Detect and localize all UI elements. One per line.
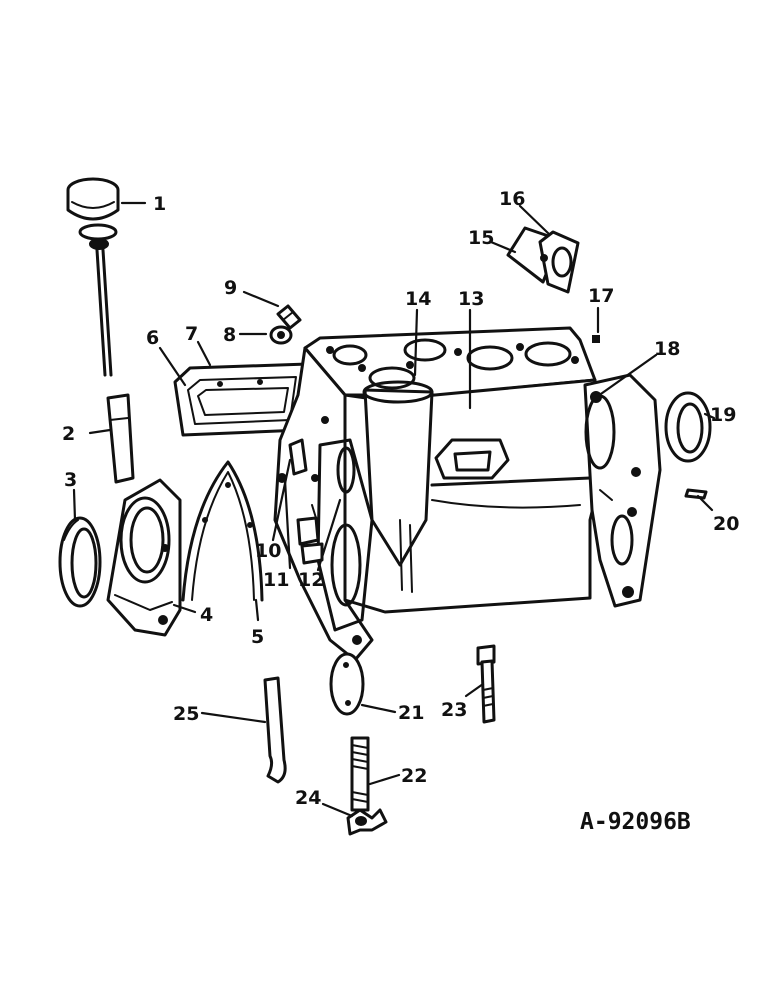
drawing-reference-code: A-92096B [580,809,691,835]
callout-1: 1 [153,193,166,215]
callout-20: 20 [713,513,739,535]
front-cover [106,478,182,637]
leader-lines [72,201,716,818]
callout-10: 10 [255,540,281,562]
front-seal [58,516,102,608]
small-bolt [276,304,302,330]
callout-2: 2 [62,423,75,445]
dowel [684,488,708,500]
filler-cap-dipstick [66,177,120,377]
wing-nut [346,808,388,836]
callout-19: 19 [710,404,736,426]
callout-17: 17 [588,285,614,307]
callout-5: 5 [251,626,264,648]
callout-3: 3 [64,469,77,491]
callout-11: 11 [263,569,289,591]
tube [106,393,135,484]
callout-7: 7 [185,323,198,345]
rear-seal [664,391,712,463]
cover-plate-gasket [506,226,580,294]
callout-23: 23 [441,699,467,721]
block-fittings [277,438,324,565]
callout-14: 14 [405,288,431,310]
callout-labels: 1 2 3 4 5 6 7 8 9 10 11 12 13 14 15 16 1… [62,188,739,809]
callout-13: 13 [458,288,484,310]
stud [350,736,370,812]
washer [269,325,293,345]
pin [592,335,600,343]
bolt [476,644,496,724]
cylinder-block [273,326,662,662]
callout-12: 12 [298,569,324,591]
callout-6: 6 [146,327,159,349]
callout-25: 25 [173,703,199,725]
callout-16: 16 [499,188,525,210]
cover-gasket [181,460,264,602]
round-gasket [329,652,365,716]
callout-24: 24 [295,787,321,809]
callout-22: 22 [401,765,427,787]
callout-9: 9 [224,277,237,299]
callout-8: 8 [223,324,236,346]
callout-21: 21 [398,702,424,724]
callout-4: 4 [200,604,213,626]
callout-15: 15 [468,227,494,249]
bent-tube [263,676,287,784]
callout-18: 18 [654,338,680,360]
